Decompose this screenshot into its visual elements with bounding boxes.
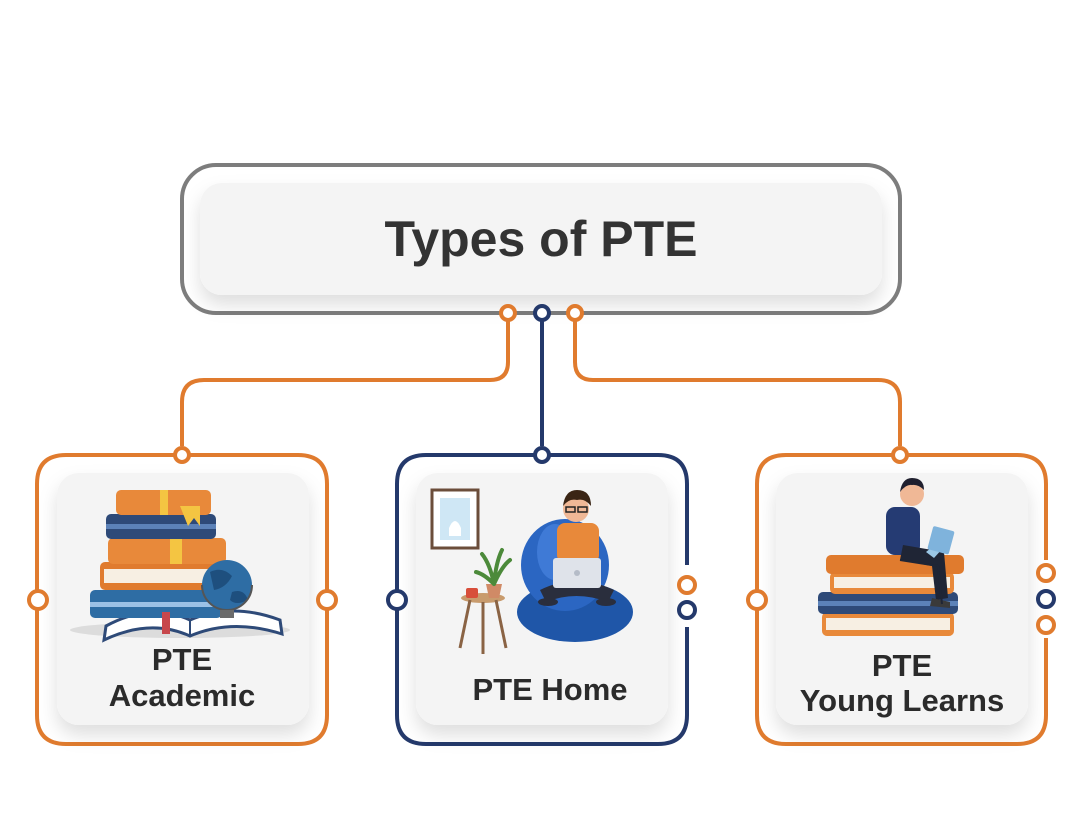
connector-to-young-learns — [573, 320, 902, 446]
card-pte-young-learns: PTE Young Learns — [746, 446, 1056, 746]
node-academic-top — [173, 446, 191, 464]
node-young-left — [746, 589, 768, 611]
student-beanbag-icon — [430, 488, 633, 654]
card-young-line-2: Young Learns — [800, 683, 1004, 718]
books-globe-icon — [70, 490, 290, 643]
node-academic-right — [316, 589, 338, 611]
node-young-top — [891, 446, 909, 464]
card-academic-line-2: Academic — [109, 678, 255, 713]
connectors — [180, 320, 902, 446]
node-home-right-1 — [677, 575, 697, 595]
connector-nodes — [499, 304, 584, 322]
connector-to-academic — [180, 320, 510, 446]
student-on-books-icon — [818, 478, 964, 636]
card-pte-home: PTE Home — [386, 446, 697, 746]
card-home-line-1: PTE Home — [472, 672, 627, 707]
card-pte-academic: PTE Academic — [27, 446, 338, 746]
title-box: Types of PTE — [180, 163, 902, 315]
node-home-right-2 — [677, 600, 697, 620]
node-academic-left — [27, 589, 49, 611]
card-academic-line-1: PTE — [152, 642, 212, 677]
node-young-right-3 — [1036, 615, 1056, 635]
node-young-right-1 — [1036, 563, 1056, 583]
node-home-top — [533, 446, 551, 464]
diagram-title: Types of PTE — [384, 211, 697, 267]
node-young-right-2 — [1036, 589, 1056, 609]
node-home-left — [386, 589, 408, 611]
card-young-line-1: PTE — [872, 648, 932, 683]
